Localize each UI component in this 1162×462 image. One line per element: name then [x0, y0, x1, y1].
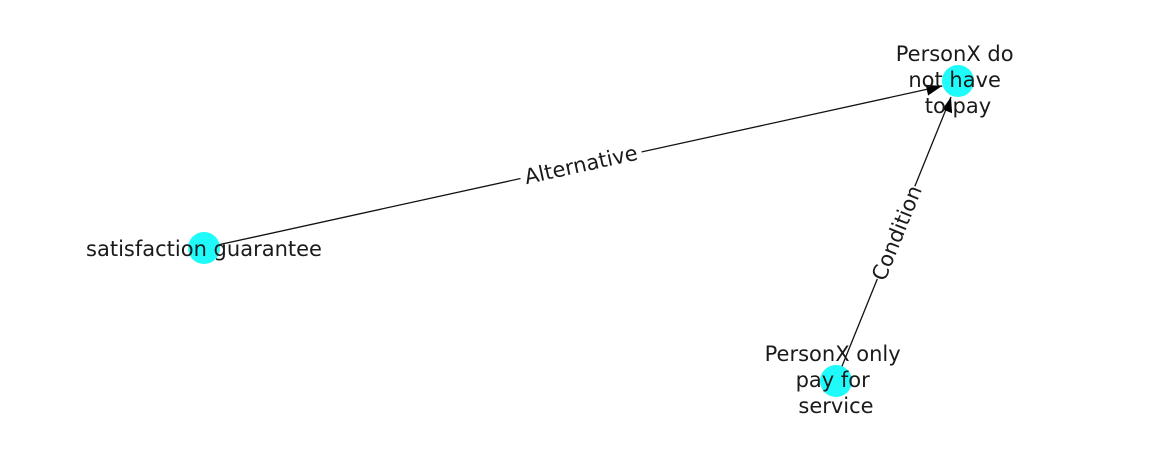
- node-personx-do-not-have-to-pay-circle: [942, 65, 974, 97]
- edge-alternative-label-bg: [517, 137, 645, 193]
- node-label-line: to pay: [925, 94, 991, 118]
- node-label-line: pay for: [796, 368, 871, 392]
- node-personx-only-pay-for-service-circle: [820, 365, 852, 397]
- edge-condition-label-bg: [864, 181, 930, 285]
- node-personx-do-not-have-to-pay-label: PersonX do not have to pay: [896, 42, 1021, 118]
- node-personx-only-pay-for-service-label: PersonX only pay for service: [765, 342, 908, 418]
- node-label-line: service: [798, 394, 873, 418]
- node-label-line: satisfaction guarantee: [86, 237, 322, 261]
- edge-alternative-label: Alternative: [522, 141, 640, 189]
- edge-condition-arrowhead: [942, 97, 953, 114]
- node-label-line: PersonX do: [896, 42, 1014, 66]
- edge-condition: Condition: [835, 96, 953, 382]
- edge-alternative-arrowhead: [925, 84, 942, 96]
- node-satisfaction-guarantee[interactable]: satisfaction guarantee: [86, 232, 322, 264]
- edge-alternative: Alternative: [203, 84, 943, 249]
- node-label-line: PersonX only: [765, 342, 901, 366]
- node-personx-do-not-have-to-pay[interactable]: PersonX do not have to pay: [896, 42, 1021, 118]
- node-satisfaction-guarantee-circle: [188, 232, 220, 264]
- node-satisfaction-guarantee-label: satisfaction guarantee: [86, 237, 322, 261]
- node-label-line: not have: [908, 68, 1001, 92]
- node-personx-only-pay-for-service[interactable]: PersonX only pay for service: [765, 342, 908, 418]
